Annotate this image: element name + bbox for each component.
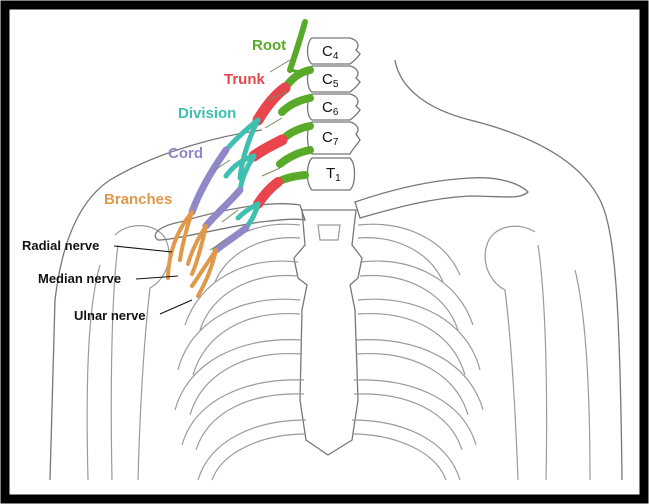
label-cord: Cord	[168, 145, 203, 162]
label-ulnar-nerve: Ulnar nerve	[74, 308, 146, 323]
label-trunk: Trunk	[224, 71, 265, 88]
label-median-nerve: Median nerve	[38, 271, 121, 286]
label-radial-nerve: Radial nerve	[22, 238, 99, 253]
label-division: Division	[178, 105, 236, 122]
label-root: Root	[252, 37, 286, 54]
label-branches: Branches	[104, 191, 172, 208]
